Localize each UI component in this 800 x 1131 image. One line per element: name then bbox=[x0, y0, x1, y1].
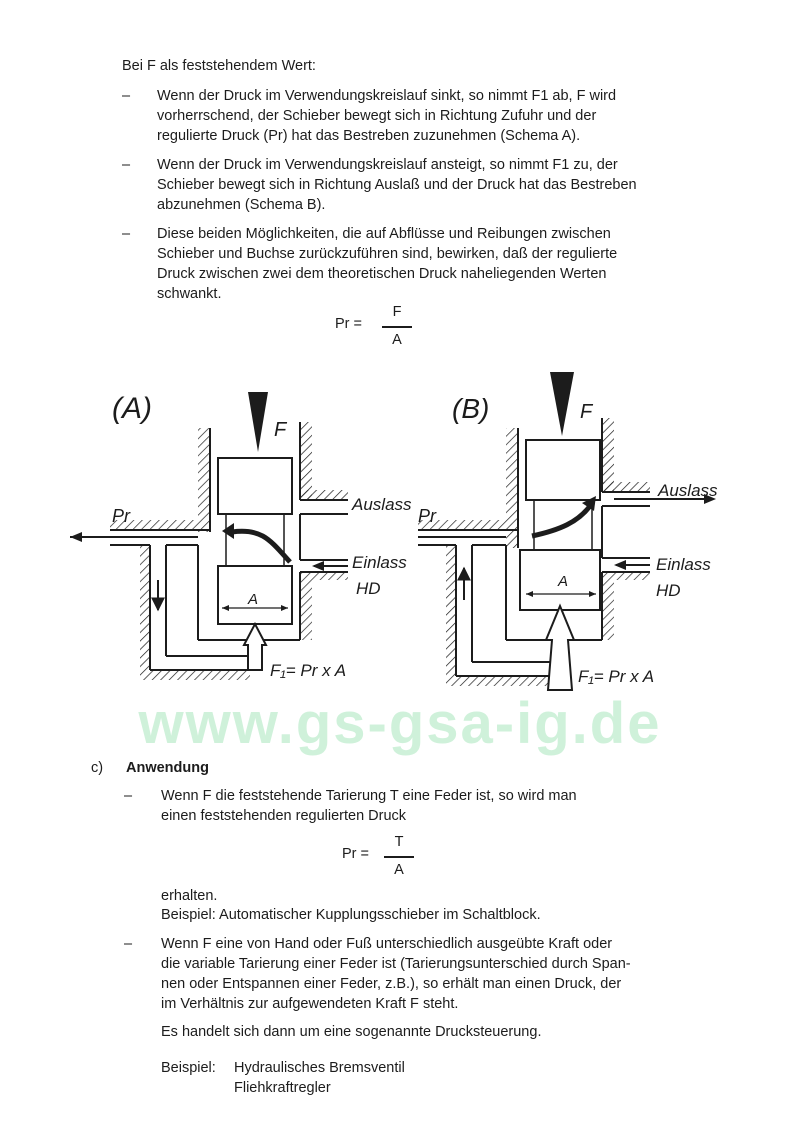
bullet-dash: – bbox=[122, 226, 131, 242]
schema-a-hd-label: HD bbox=[356, 579, 381, 598]
bullet-dash: – bbox=[122, 88, 131, 104]
schema-a-area-label: A bbox=[247, 591, 258, 608]
schema-b bbox=[418, 372, 716, 691]
bullet-line: nen oder Entspannen einer Feder, z.B.), … bbox=[161, 976, 622, 992]
bullet-dash: – bbox=[124, 788, 133, 804]
bullet-dash: – bbox=[124, 936, 133, 952]
formula-denominator: A bbox=[394, 862, 404, 878]
schema-b-force-label: F bbox=[580, 401, 594, 423]
bullet-line: Wenn der Druck im Verwendungskreislauf s… bbox=[157, 88, 617, 104]
bullet-line: vorherrschend, der Schieber bewegt sich … bbox=[157, 108, 597, 124]
schema-a-title: (A) bbox=[112, 392, 152, 425]
schema-b-f1-label: F₁= Pr x A bbox=[578, 667, 654, 686]
control-note: Es handelt sich dann um eine sogenannte … bbox=[161, 1024, 542, 1040]
fraction-bar bbox=[382, 326, 412, 328]
bullet-line: Schieber und Buchse zurückzuführen sind,… bbox=[157, 246, 618, 262]
formula-lhs: Pr = bbox=[335, 316, 362, 332]
intro-text: Bei F als feststehendem Wert: bbox=[122, 58, 316, 74]
formula-denominator: A bbox=[392, 332, 402, 348]
formula-lhs: Pr = bbox=[342, 846, 369, 862]
section-title: Anwendung bbox=[126, 760, 209, 776]
bullet-line: Wenn der Druck im Verwendungskreislauf a… bbox=[157, 157, 618, 173]
schema-a-f1-label: F₁= Pr x A bbox=[270, 661, 346, 680]
formula-pr-t-a: Pr = T A bbox=[342, 832, 462, 882]
bullet-dash: – bbox=[122, 157, 131, 173]
section-label: c) bbox=[91, 760, 104, 776]
example-item: Fliehkraftregler bbox=[234, 1080, 331, 1096]
bullet-line: Wenn F eine von Hand oder Fuß unterschie… bbox=[161, 936, 613, 952]
force-arrow-icon bbox=[248, 392, 268, 452]
schema-a-inlet-label: Einlass bbox=[352, 553, 407, 572]
schema-a-force-label: F bbox=[274, 419, 288, 441]
watermark: www.gs-gsa-ig.de bbox=[138, 691, 662, 756]
formula-numerator: F bbox=[392, 304, 402, 320]
schema-b-pressure-label: Pr bbox=[418, 506, 437, 526]
schema-a-pressure-label: Pr bbox=[112, 506, 131, 526]
bullet-line: regulierte Druck (Pr) hat das Bestreben … bbox=[157, 128, 581, 144]
schema-b-hd-label: HD bbox=[656, 581, 681, 600]
schema-b-inlet-label: Einlass bbox=[656, 555, 711, 574]
force-arrow-icon bbox=[550, 372, 574, 436]
schema-b-title: (B) bbox=[452, 393, 489, 424]
schema-b-outlet-label: Auslass bbox=[657, 481, 718, 500]
result-text: erhalten. bbox=[161, 888, 218, 904]
formula-pr-f-a: Pr = F A bbox=[335, 302, 455, 352]
example-item: Hydraulisches Bremsventil bbox=[234, 1060, 405, 1076]
formula-numerator: T bbox=[394, 834, 404, 850]
schema-a-outlet-label: Auslass bbox=[351, 495, 412, 514]
bullet-line: Diese beiden Möglichkeiten, die auf Abfl… bbox=[157, 226, 611, 242]
schema-b-area-label: A bbox=[557, 573, 568, 590]
schema-a bbox=[70, 392, 348, 680]
example-text: Beispiel: Automatischer Kupplungsschiebe… bbox=[161, 907, 541, 923]
pressure-regulator-diagram: (A) F Auslass Pr Einlass HD A F₁= Pr x A… bbox=[70, 372, 718, 691]
bullet-line: Schieber bewegt sich in Richtung Auslaß … bbox=[157, 177, 637, 193]
examples-label: Beispiel: bbox=[161, 1060, 216, 1076]
bullet-line: im Verhältnis zur aufgewendeten Kraft F … bbox=[161, 996, 459, 1012]
bullet-line: Wenn F die feststehende Tarierung T eine… bbox=[161, 788, 577, 804]
bullet-line: einen feststehenden regulierten Druck bbox=[161, 808, 407, 824]
fraction-bar bbox=[384, 856, 414, 858]
bullet-line: abzunehmen (Schema B). bbox=[157, 197, 326, 213]
bullet-line: schwankt. bbox=[157, 286, 222, 302]
bullet-line: Druck zwischen zwei dem theoretischen Dr… bbox=[157, 266, 607, 282]
bullet-line: die variable Tarierung einer Feder ist (… bbox=[161, 956, 631, 972]
